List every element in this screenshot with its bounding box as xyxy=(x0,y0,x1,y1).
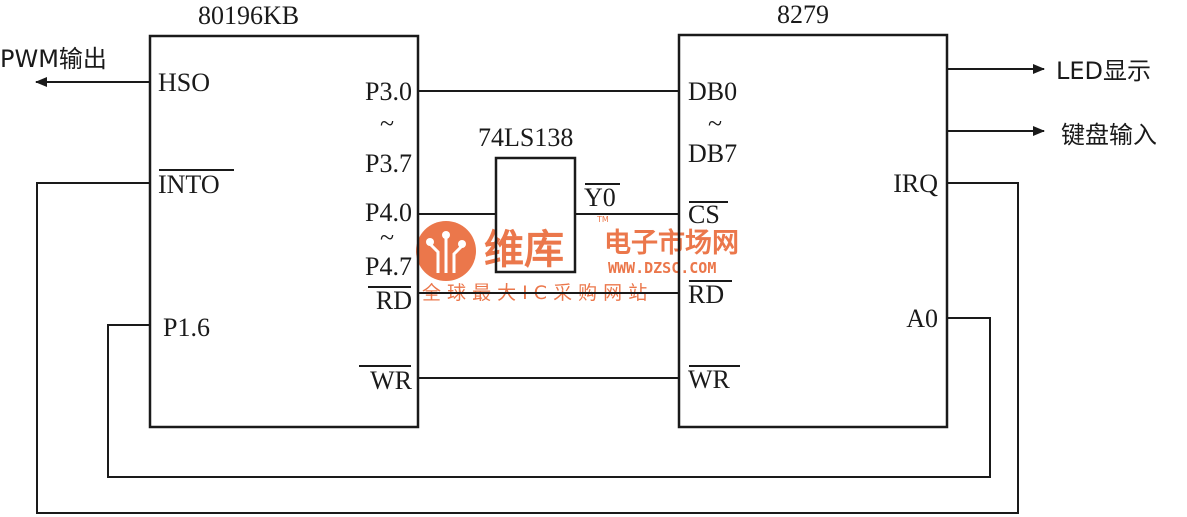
watermark-logo-icon xyxy=(416,221,476,281)
kbd-pin-wr: WR xyxy=(688,365,731,394)
kbd-8279-box xyxy=(677,33,949,429)
decoder-pin-y0: Y0 xyxy=(584,183,616,212)
mcu-pin-p40: P4.0 xyxy=(365,198,412,227)
watermark-subtitle: 电子市场网 xyxy=(604,227,739,259)
wire-irq-int0 xyxy=(36,182,1019,514)
pwm-output-label: PWM输出 xyxy=(0,45,107,73)
watermark-tm: TM xyxy=(596,215,609,224)
watermark-brand: 维库 xyxy=(484,227,564,273)
kbd-pin-rd: RD xyxy=(688,280,724,309)
mcu-pin-p30: P3.0 xyxy=(365,77,412,106)
kbd-pin-irq: IRQ xyxy=(893,169,938,198)
mcu-pin-p16: P1.6 xyxy=(163,313,210,342)
mcu-pin-hso: HSO xyxy=(158,68,210,97)
decoder-title: 74LS138 xyxy=(478,123,573,152)
kbd-pin-db0: DB0 xyxy=(688,77,737,106)
mcu-pin-wr: WR xyxy=(370,366,413,395)
kbd-pin-a0: A0 xyxy=(906,304,938,333)
wire-a0-p16 xyxy=(107,317,991,478)
mcu-title: 80196KB xyxy=(198,1,299,30)
mcu-tilde-p3: ~ xyxy=(380,109,394,138)
watermark: 维库 电子市场网 WWW.DZSC.COM TM 全 球 最 大 I C 采 购… xyxy=(416,215,739,304)
mcu-tilde-p4: ~ xyxy=(380,223,394,252)
watermark-url: WWW.DZSC.COM xyxy=(608,259,716,277)
mcu-80196kb-box xyxy=(148,34,420,429)
kbd-pin-cs: CS xyxy=(688,200,720,229)
kbd-tilde-db: ~ xyxy=(708,109,722,138)
kbd-pin-db7: DB7 xyxy=(688,139,737,168)
mcu-pin-p47: P4.7 xyxy=(365,252,412,281)
wires xyxy=(35,64,1045,514)
led-display-label: LED显示 xyxy=(1056,57,1151,85)
mcu-pin-p37: P3.7 xyxy=(365,149,412,178)
mcu-pin-int0: INTO xyxy=(158,170,220,199)
keyboard-input-label: 键盘输入 xyxy=(1061,121,1157,149)
kbd-title: 8279 xyxy=(777,0,829,29)
mcu-pin-rd: RD xyxy=(376,286,412,315)
